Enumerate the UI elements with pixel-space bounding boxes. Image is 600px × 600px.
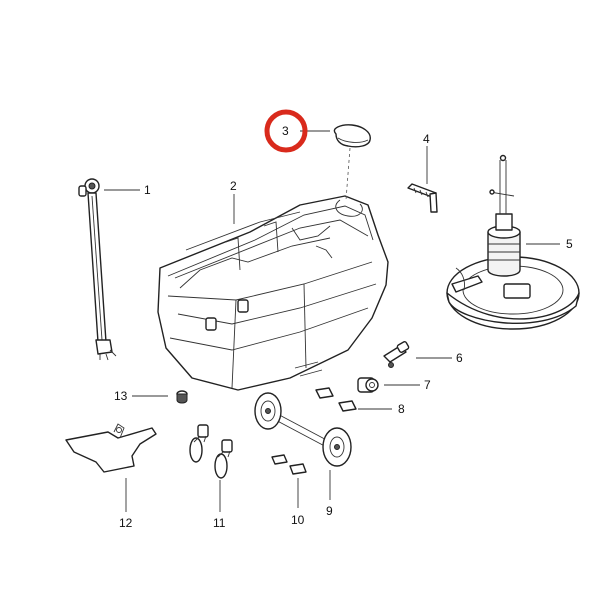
part-11-casters[interactable] — [189, 424, 233, 479]
callout-labels: 1 2 3 4 5 6 7 8 9 10 11 12 13 — [114, 124, 573, 530]
part-1-handle-rod[interactable] — [78, 178, 117, 361]
part-8-plate[interactable] — [315, 387, 357, 412]
part-3-cap[interactable] — [333, 124, 371, 148]
part-2-tank-body[interactable] — [157, 195, 389, 391]
part-12-base-plate[interactable] — [65, 423, 157, 473]
callout-13: 13 — [114, 389, 128, 403]
part-4-bracket[interactable] — [407, 183, 438, 213]
part-9-wheel-axle[interactable] — [254, 392, 352, 467]
leader-lines — [104, 130, 560, 512]
callout-8: 8 — [398, 402, 405, 416]
part-7-coupling[interactable] — [357, 377, 379, 393]
callout-12: 12 — [119, 516, 133, 530]
callout-11: 11 — [213, 516, 226, 530]
part-6-fitting[interactable] — [383, 341, 410, 368]
callout-4: 4 — [423, 132, 430, 146]
part-13-nut[interactable] — [176, 390, 188, 404]
part-10-clips[interactable] — [271, 454, 307, 475]
part-3-dash-guide — [345, 147, 351, 201]
callout-7: 7 — [424, 378, 431, 392]
callout-6: 6 — [456, 351, 463, 365]
callout-2: 2 — [230, 179, 237, 193]
callout-1: 1 — [144, 183, 151, 197]
highlight-ring-callout-3 — [264, 109, 308, 153]
part-5-motor-unit[interactable] — [446, 154, 580, 330]
callout-5: 5 — [566, 237, 573, 251]
callout-9: 9 — [326, 504, 333, 518]
callout-10: 10 — [291, 513, 305, 527]
callout-3: 3 — [282, 124, 289, 138]
